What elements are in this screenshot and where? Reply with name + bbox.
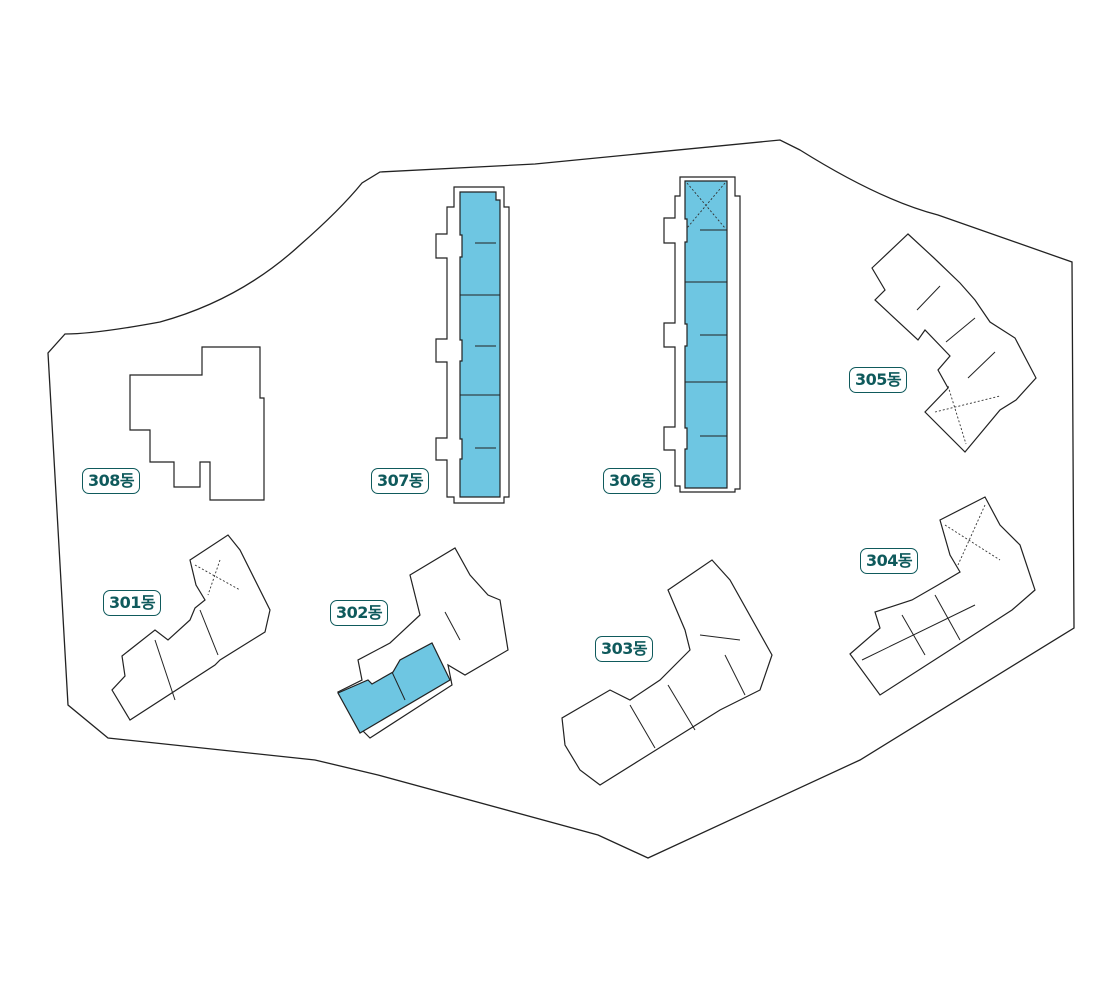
label-303[interactable]: 303동 <box>595 636 654 662</box>
building-303[interactable] <box>561 559 773 786</box>
label-302[interactable]: 302동 <box>330 600 389 626</box>
label-308[interactable]: 308동 <box>82 468 141 494</box>
label-304[interactable]: 304동 <box>860 548 919 574</box>
label-301[interactable]: 301동 <box>103 590 162 616</box>
selected-unit <box>459 191 501 498</box>
building-306[interactable] <box>663 176 741 493</box>
label-306[interactable]: 306동 <box>603 468 662 494</box>
site-boundary <box>47 139 1075 859</box>
building-308[interactable] <box>129 346 265 501</box>
building-305[interactable] <box>871 233 1037 453</box>
label-307[interactable]: 307동 <box>371 468 430 494</box>
building-304[interactable] <box>849 496 1036 696</box>
selected-unit <box>337 642 451 734</box>
building-302[interactable] <box>337 547 509 739</box>
building-301[interactable] <box>111 534 271 721</box>
label-305[interactable]: 305동 <box>849 367 908 393</box>
building-307[interactable] <box>435 186 510 504</box>
